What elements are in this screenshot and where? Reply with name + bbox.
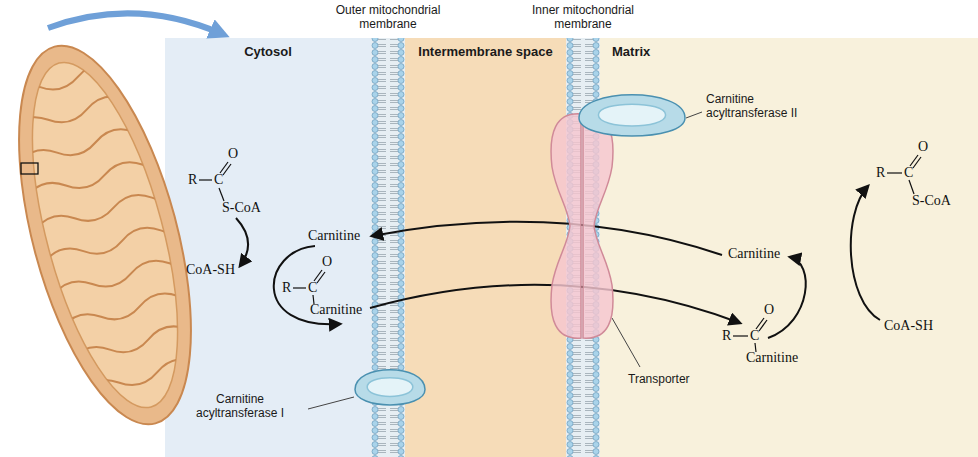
atom-symbol: O	[228, 146, 238, 162]
chemical-bond	[314, 270, 322, 281]
region-heading: Intermembrane space	[405, 44, 566, 59]
protein-name: Carnitine acyltransferase I	[174, 392, 306, 420]
chemical-bond	[733, 335, 748, 336]
atom-symbol: R	[722, 328, 731, 344]
cristae	[0, 55, 213, 399]
leader-line	[612, 318, 640, 367]
mitochondrion-illustration	[0, 13, 225, 442]
enzyme-shape	[576, 86, 688, 144]
crista-fold	[78, 351, 213, 400]
molecule-name: S-CoA	[912, 193, 951, 209]
leader-line	[308, 397, 354, 409]
membrane-name: Outer mitochondrial membrane	[327, 3, 449, 31]
chemical-bond	[887, 172, 902, 173]
chemical-bond	[913, 157, 921, 168]
region-heading: Matrix	[612, 44, 650, 59]
protein-outline	[579, 95, 685, 136]
chemical-bond	[910, 155, 918, 166]
molecule-name: Carnitine	[746, 350, 798, 366]
protein-outline	[598, 104, 665, 126]
transporter: Transporter	[548, 112, 616, 340]
atom-symbol: R	[282, 280, 291, 296]
intermembrane-region	[405, 38, 566, 457]
reaction-arrow	[851, 186, 880, 320]
chemical-bond	[293, 287, 306, 288]
chemical-bond	[909, 180, 914, 194]
leader-lines	[308, 112, 702, 409]
protein-outline	[583, 114, 613, 338]
protein-outline	[355, 370, 425, 405]
zoom-box	[21, 163, 38, 174]
protein-outline	[551, 114, 581, 338]
chemical-bond	[317, 272, 325, 283]
cytosol-region	[165, 38, 372, 457]
enzyme-shape	[352, 362, 428, 412]
atom-symbol: C	[750, 328, 759, 344]
transport-arrow	[372, 222, 722, 255]
crista-fold	[0, 55, 134, 104]
protein-name: Transporter	[628, 372, 690, 386]
chemical-bond	[199, 179, 212, 180]
enzyme: Carnitine acyltransferase I	[352, 362, 428, 412]
reaction-arrow	[768, 257, 806, 338]
protein-outline	[367, 378, 413, 397]
leader-line	[686, 112, 702, 118]
region-heading: Cytosol	[165, 44, 371, 59]
atom-symbol: C	[214, 172, 223, 188]
chemical-bond	[223, 164, 231, 175]
atom-symbol: R	[876, 165, 885, 181]
atom-symbol: C	[308, 280, 317, 296]
molecule-name: Carnitine	[308, 228, 360, 244]
transporter-shape	[548, 112, 616, 340]
molecule-name: S-CoA	[222, 200, 261, 216]
molecule-name: Carnitine	[728, 246, 780, 262]
enzyme: Carnitine acyltransferase II	[576, 86, 688, 144]
region-band: Intermembrane space	[405, 38, 566, 457]
atom-symbol: O	[764, 302, 774, 318]
crista-fold	[69, 318, 204, 367]
mitochondrion-inner	[3, 48, 207, 422]
mitochondrion-outer	[0, 28, 225, 442]
protein-name: Carnitine acyltransferase II	[706, 92, 824, 120]
chemical-bond	[756, 318, 764, 329]
reaction-arrow	[236, 218, 248, 266]
atom-symbol: O	[322, 254, 332, 270]
region-band: Cytosol	[165, 38, 371, 457]
molecule-name: CoA-SH	[186, 262, 235, 278]
chemical-bond	[220, 162, 228, 173]
atom-symbol: O	[918, 139, 928, 155]
chemical-bond	[219, 188, 224, 201]
membrane-name: Inner mitochondrial membrane	[522, 3, 644, 31]
molecule-name: Carnitine	[310, 302, 362, 318]
atom-symbol: C	[904, 165, 913, 181]
chemical-bond	[759, 320, 767, 331]
molecule-name: CoA-SH	[884, 318, 933, 334]
zoom-arrow	[48, 13, 222, 34]
atom-symbol: R	[188, 172, 197, 188]
